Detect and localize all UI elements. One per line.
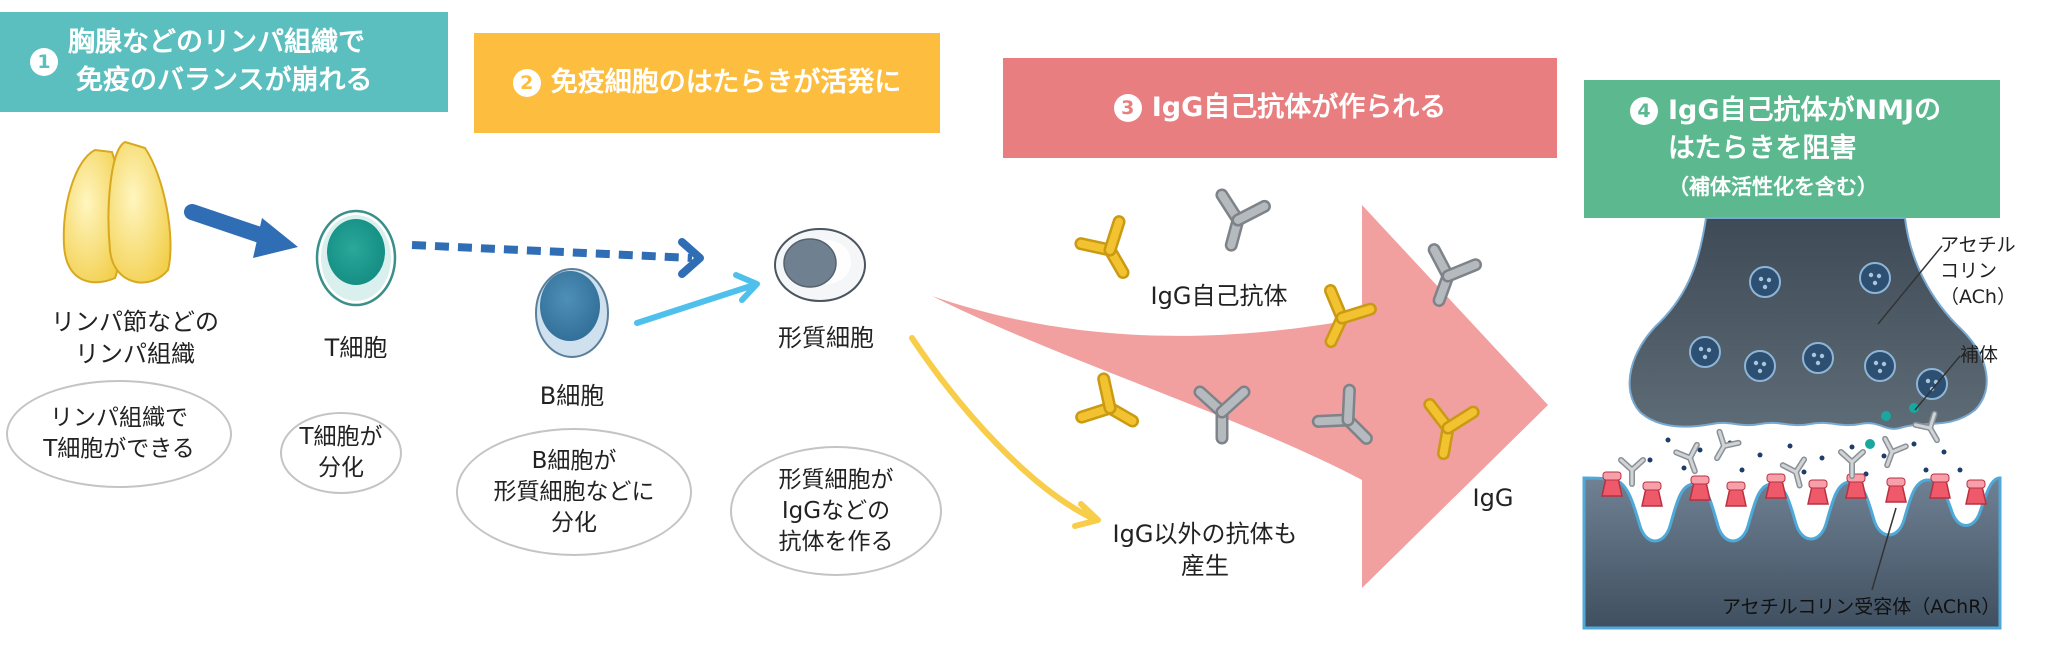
acetylcholine-label: アセチル コリン （ACh） (1940, 232, 2046, 310)
b-cell-icon (535, 268, 609, 358)
other-antibodies-label-line2: 産生 (1181, 552, 1229, 580)
oval-b-cell-line3: 分化 (551, 509, 597, 536)
nmj-illustration (1582, 217, 2002, 630)
oval-b-cell-line2: 形質細胞などに (493, 478, 655, 505)
step-3-number: 3 (1113, 94, 1142, 122)
achr-label: アセチルコリン受容体（AChR） (1722, 596, 2001, 618)
step-3-banner: 3 IgG自己抗体が作られる (1003, 58, 1557, 158)
oval-b-cell-differentiation: B細胞が 形質細胞などに 分化 (456, 428, 692, 556)
step-4-line1: IgG自己抗体がNMJの (1668, 95, 1942, 126)
acetylcholine-label-line2: コリン (1940, 260, 1998, 282)
lymph-node-label: リンパ節などの リンパ組織 (20, 306, 250, 370)
oval-plasma-line1: 形質細胞が (778, 466, 894, 493)
step-3-line1: IgG自己抗体が作られる (1151, 92, 1447, 123)
complement-label: 補体 (1960, 344, 1999, 366)
oval-b-cell-line1: B細胞が (531, 447, 617, 474)
lymph-node-label-line1: リンパ節などの (51, 308, 219, 336)
oval-t-cell-line2: 分化 (318, 455, 364, 481)
plasma-cell-label: 形質細胞 (778, 324, 874, 352)
plasma-cell-icon (774, 228, 866, 302)
other-antibodies-label: IgG以外の抗体も 産生 (1100, 518, 1310, 582)
b-cell-label: B細胞 (539, 382, 605, 410)
acetylcholine-label-line1: アセチル (1940, 234, 2016, 256)
igg-antibody-gray-1 (1210, 195, 1264, 251)
t-cell-label: T細胞 (324, 334, 388, 362)
other-antibodies-label-line1: IgG以外の抗体も (1112, 520, 1298, 548)
step-4-line3: （補体活性化を含む） (1668, 175, 1878, 199)
t-cell-icon (315, 209, 397, 307)
oval-lymph-tissue-line2: T細胞ができる (43, 436, 195, 462)
thymus-icon (62, 140, 172, 284)
igg-autoantibody-label: IgG自己抗体 (1150, 282, 1288, 310)
oval-plasma-cell-antibodies: 形質細胞が IgGなどの 抗体を作る (730, 446, 942, 576)
oval-plasma-line2: IgGなどの (781, 497, 891, 524)
step-4-line2: はたらきを阻害 (1668, 133, 1857, 164)
igg-antibody-yellow-3 (1082, 379, 1144, 440)
acetylcholine-label-line3: （ACh） (1940, 286, 2016, 308)
igg-antibody-yellow-1 (1081, 222, 1142, 284)
step-1-number: 1 (30, 48, 58, 76)
step-1-line2: 免疫のバランスが崩れる (76, 65, 373, 96)
step-4-number: 4 (1630, 97, 1658, 125)
igg-label: IgG (1472, 484, 1514, 512)
oval-t-cell-differentiation: T細胞が 分化 (280, 412, 402, 494)
step-2-number: 2 (512, 69, 541, 97)
arrow-plasma-to-other-antibodies (909, 335, 1101, 529)
step-1-banner: 1 胸腺などのリンパ組織で 免疫のバランスが崩れる (0, 12, 448, 112)
step-2-banner: 2 免疫細胞のはたらきが活発に (474, 33, 940, 133)
arrow-dashed-t-cell-to-b (411, 238, 704, 278)
arrow-b-cell-to-plasma-cell (634, 272, 760, 326)
step-1-line1: 胸腺などのリンパ組織で (68, 27, 365, 58)
step-2-line1: 免疫細胞のはたらきが活発に (550, 67, 902, 98)
oval-plasma-line3: 抗体を作る (778, 528, 894, 555)
arrow-thymus-to-t-cell (184, 204, 298, 258)
lymph-node-label-line2: リンパ組織 (75, 340, 195, 368)
oval-lymph-tissue-line1: リンパ組織で (50, 405, 188, 431)
oval-lymph-tissue: リンパ組織で T細胞ができる (6, 380, 232, 488)
oval-t-cell-line1: T細胞が (299, 424, 383, 450)
step-4-banner: 4 IgG自己抗体がNMJの はたらきを阻害 （補体活性化を含む） (1584, 80, 2000, 218)
